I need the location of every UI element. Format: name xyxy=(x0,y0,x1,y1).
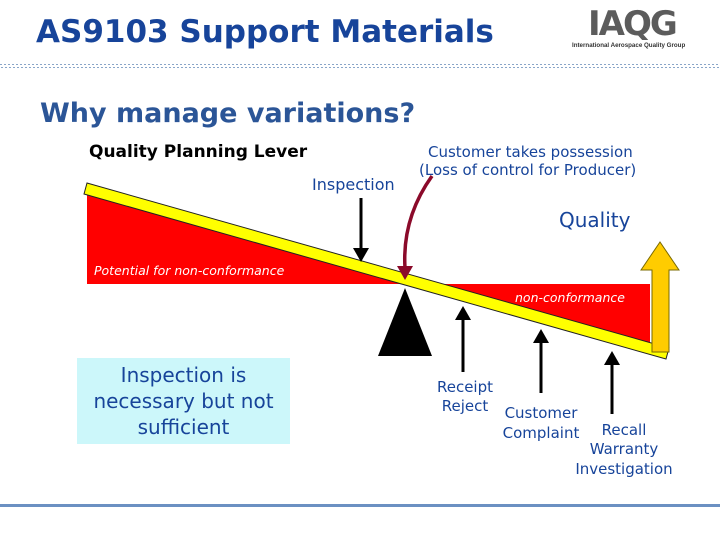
lever-title: Quality Planning Lever xyxy=(89,142,308,162)
customer-complaint-arrow xyxy=(533,329,549,393)
info-box-text: Inspection is necessary but not sufficie… xyxy=(93,363,274,439)
recall-warranty-arrow xyxy=(604,351,620,414)
warranty-label: Warranty xyxy=(590,440,659,458)
inspection-label: Inspection xyxy=(312,175,395,194)
iaqg-logo: IAQG International Aerospace Quality Gro… xyxy=(566,4,706,54)
footer-divider xyxy=(0,504,720,507)
receipt-reject-arrow xyxy=(455,306,471,372)
investigation-label: Investigation xyxy=(575,460,672,478)
logo-subtext: International Aerospace Quality Group xyxy=(572,42,686,49)
customer-label: Customer xyxy=(505,404,579,422)
info-box: Inspection is necessary but not sufficie… xyxy=(77,358,290,444)
quality-label: Quality xyxy=(559,208,631,232)
quality-arrow xyxy=(640,241,680,353)
customer-possession-label-2: (Loss of control for Producer) xyxy=(419,161,636,179)
inspection-arrow xyxy=(353,198,369,262)
receipt-label: Receipt xyxy=(437,378,493,396)
potential-nonconformance-label: Potential for non-conformance xyxy=(94,263,285,278)
header-divider xyxy=(0,64,720,69)
customer-possession-arrowhead xyxy=(397,266,413,280)
logo-mark: IAQG xyxy=(588,4,678,44)
complaint-label: Complaint xyxy=(503,424,580,442)
fulcrum-triangle xyxy=(378,288,432,356)
reject-label: Reject xyxy=(442,397,489,415)
nonconformance-label: non-conformance xyxy=(515,290,625,305)
quality-lever-beam xyxy=(83,182,670,360)
customer-possession-arrow xyxy=(402,174,434,269)
customer-possession-label-1: Customer takes possession xyxy=(428,143,633,161)
slide-subtitle: Why manage variations? xyxy=(40,98,416,129)
page-title: AS9103 Support Materials xyxy=(36,14,494,50)
recall-label: Recall xyxy=(602,421,647,439)
